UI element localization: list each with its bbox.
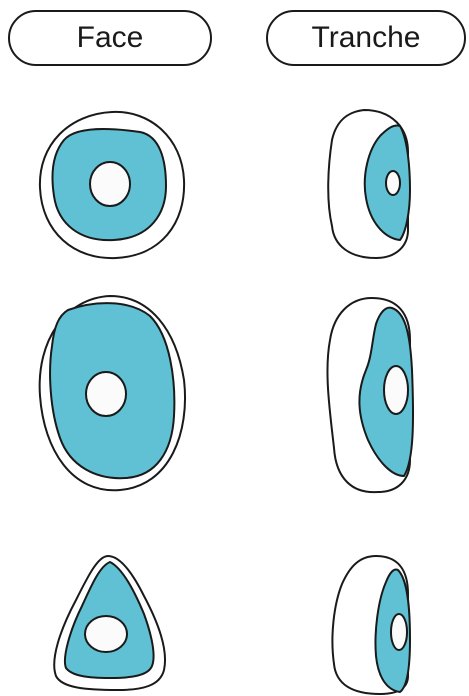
tranche-view-row-1 <box>328 110 410 258</box>
tranche-view-row-3 <box>332 556 410 694</box>
face-view-row-1 <box>40 112 184 258</box>
central-hole <box>391 614 407 650</box>
face-view-row-2 <box>40 296 185 490</box>
central-hole <box>384 366 408 414</box>
central-hole <box>86 372 126 416</box>
central-hole <box>386 171 400 195</box>
central-hole <box>85 616 127 652</box>
central-hole <box>90 162 130 206</box>
tranche-view-row-2 <box>327 298 413 492</box>
face-view-row-3 <box>54 556 165 690</box>
